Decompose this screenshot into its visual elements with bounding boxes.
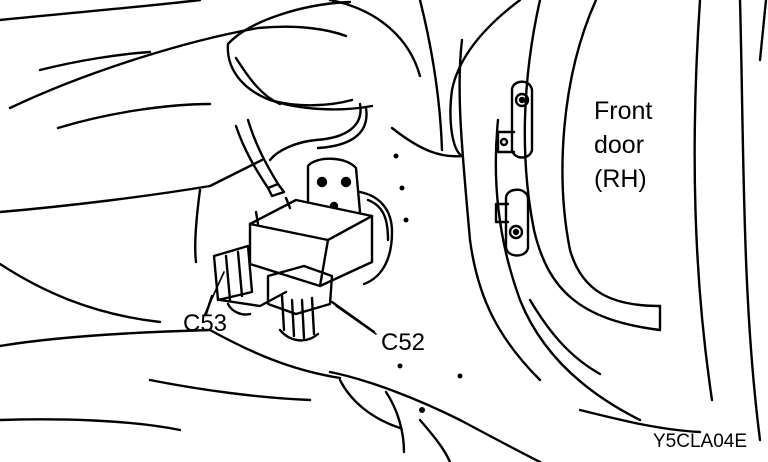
- door-hinge-lower: [494, 188, 530, 257]
- connector-c53-label: C53: [183, 310, 228, 337]
- center-pillar-panel: [390, 0, 768, 442]
- leader-lines: [203, 271, 377, 335]
- relay-body: [248, 196, 374, 288]
- lower-kick-panel: [0, 188, 702, 462]
- wire-harness: [234, 102, 368, 198]
- front-door-label-line3: (RH): [594, 165, 647, 193]
- front-door-label-line2: door: [594, 131, 645, 159]
- figure-code-label: Y5CLA04E: [653, 431, 748, 452]
- front-door-label-line1: Front: [594, 97, 653, 125]
- dashboard-trim-panel: [0, 0, 348, 214]
- connector-c53: [204, 244, 288, 316]
- upper-panel-shape: [226, 0, 422, 111]
- door-hinge-upper: [496, 80, 534, 159]
- front-door-rh-label: Front door (RH): [594, 94, 652, 196]
- panel-holes: [393, 153, 463, 413]
- connector-c52-label: C52: [381, 329, 426, 356]
